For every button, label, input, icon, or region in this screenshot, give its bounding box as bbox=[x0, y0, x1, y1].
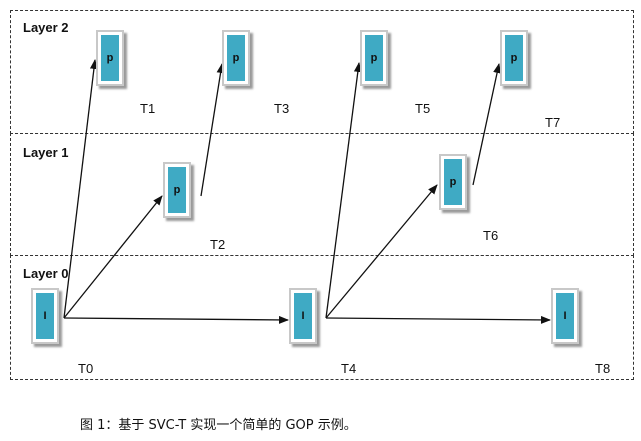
layer-0-label: Layer 0 bbox=[23, 266, 69, 281]
frame-t6-type: p bbox=[444, 159, 462, 205]
frame-t8: I bbox=[551, 288, 579, 344]
frame-t0-type: I bbox=[36, 293, 54, 339]
frame-t3: p bbox=[222, 30, 250, 86]
label-t7: T7 bbox=[545, 115, 561, 130]
arrow-t2-t3 bbox=[200, 63, 225, 197]
frame-t4: I bbox=[289, 288, 317, 344]
label-t2: T2 bbox=[210, 237, 226, 252]
layer-2-label: Layer 2 bbox=[23, 20, 69, 35]
arrow-t4-t6 bbox=[325, 184, 438, 319]
label-t1: T1 bbox=[140, 101, 156, 116]
arrow-t6-t7 bbox=[472, 63, 502, 186]
frame-t2-type: p bbox=[168, 167, 186, 213]
arrow-t0-t2 bbox=[63, 195, 163, 319]
arrow-t4-t8 bbox=[325, 315, 551, 324]
frame-t1-type: p bbox=[101, 35, 119, 81]
label-t4: T4 bbox=[341, 361, 357, 376]
label-t8: T8 bbox=[595, 361, 611, 376]
frame-t5-type: p bbox=[365, 35, 383, 81]
label-t6: T6 bbox=[483, 228, 499, 243]
arrow-t4-t5 bbox=[325, 62, 362, 319]
frame-t1: p bbox=[96, 30, 124, 86]
frame-t2: p bbox=[163, 162, 191, 218]
frame-t8-type: I bbox=[556, 293, 574, 339]
frame-t5: p bbox=[360, 30, 388, 86]
frame-t7: p bbox=[500, 30, 528, 86]
layer-1-label: Layer 1 bbox=[23, 145, 69, 160]
label-t0: T0 bbox=[78, 361, 94, 376]
frame-t0: I bbox=[31, 288, 59, 344]
frame-t4-type: I bbox=[294, 293, 312, 339]
arrow-t0-t4 bbox=[63, 315, 289, 324]
layer-0-band bbox=[10, 255, 634, 380]
frame-t6: p bbox=[439, 154, 467, 210]
arrow-t0-t1 bbox=[63, 59, 98, 319]
figure-caption: 图 1：基于 SVC-T 实现一个简单的 GOP 示例。 bbox=[80, 418, 357, 433]
frame-t7-type: p bbox=[505, 35, 523, 81]
frame-t3-type: p bbox=[227, 35, 245, 81]
label-t5: T5 bbox=[415, 101, 431, 116]
label-t3: T3 bbox=[274, 101, 290, 116]
